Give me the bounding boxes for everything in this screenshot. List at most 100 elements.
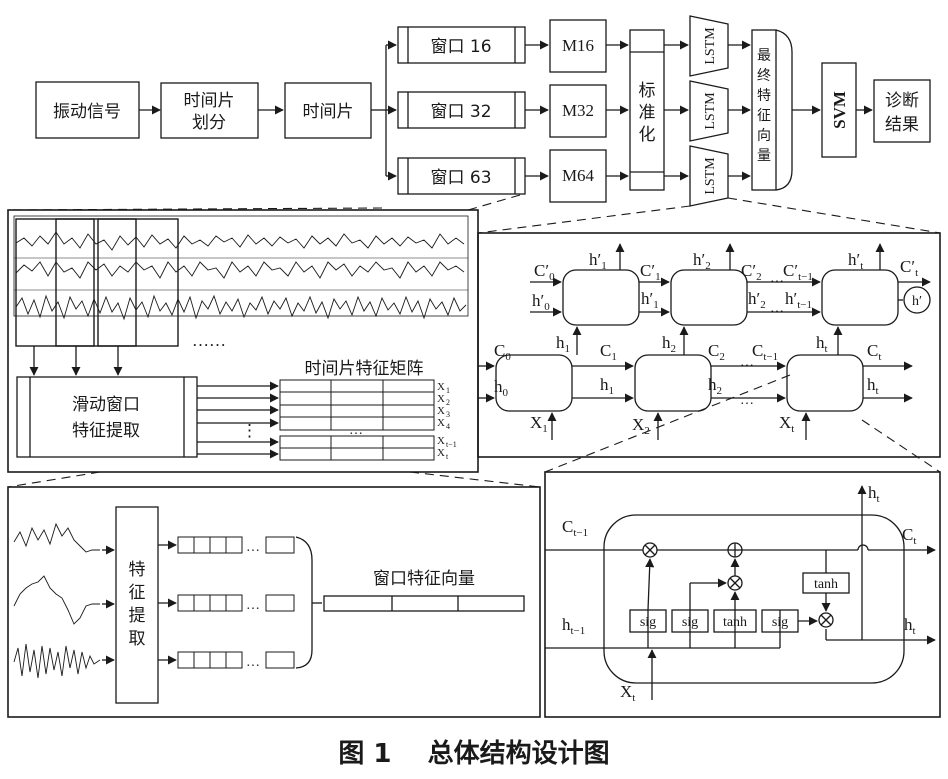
window-feature-frame <box>7 486 541 718</box>
c0-letter: C <box>494 341 505 360</box>
feature-extract-box <box>115 506 159 704</box>
final-vec-char-4: 征 <box>757 108 771 124</box>
dashed-connectors <box>7 194 941 488</box>
sliding-window-2 <box>55 218 137 347</box>
feature-extract-char-3: 提 <box>129 606 146 626</box>
h2p-top-letter: h <box>693 250 702 269</box>
svg-text:h1: h1 <box>600 375 614 397</box>
cell-xt-sub: t <box>632 692 635 704</box>
signal-plot-area <box>13 215 469 317</box>
htp-top-letter: h <box>848 250 857 269</box>
ht-up-sub: t <box>825 343 828 355</box>
matrix-row-labels: X 1 X 2 X 3 X 4 X t−1 X t <box>437 381 457 461</box>
x3-label: X <box>437 405 445 417</box>
svg-text:h′1: h′1 <box>641 289 659 311</box>
ctp-sub: t <box>915 267 918 279</box>
vibration-signal-label: 振动信号 <box>53 102 121 122</box>
window-trace-2 <box>13 575 100 625</box>
svg-text:Ct: Ct <box>867 341 881 363</box>
svg-text:h2: h2 <box>708 375 722 397</box>
svg-text:Xt: Xt <box>620 682 635 704</box>
upper-dots-1: … <box>770 271 784 286</box>
lstm-label-2: LSTM <box>703 92 718 130</box>
sliding-window-3 <box>97 218 179 347</box>
h2p-sub: 2 <box>760 299 766 311</box>
x2-sub: 2 <box>446 398 450 407</box>
svg-text:Ct−1: Ct−1 <box>562 517 588 539</box>
h0p-prime: ′ <box>541 291 545 310</box>
cell-ct-letter: C <box>902 525 913 544</box>
lstm-cell-frame <box>544 471 941 718</box>
c1p-prime: ′ <box>651 261 655 280</box>
diagnosis-result-box <box>873 79 931 143</box>
svg-text:ht: ht <box>868 483 880 505</box>
htm1p-letter: h <box>785 289 794 308</box>
forget-multiply <box>642 542 658 558</box>
final-hidden-state-circle <box>903 286 931 314</box>
svg-text:ht: ht <box>904 615 916 637</box>
lower-cell-1 <box>495 354 573 412</box>
svg-text:h′t: h′t <box>848 250 863 272</box>
c1p-sub: 1 <box>655 271 661 283</box>
lstm-cell-labels: Ct−1 ht−1 Xt ht Ct ht sig sig tanh sig t… <box>562 483 916 704</box>
matrix-vdots: ⋮ <box>241 421 258 440</box>
tanh-box-label: tanh <box>814 577 838 592</box>
h2-sub: 2 <box>717 385 723 397</box>
gate-sig-forget-label: sig <box>640 615 656 630</box>
c2p-sub: 2 <box>756 271 762 283</box>
model-m32-label: M32 <box>562 101 594 120</box>
svg-text:ht: ht <box>867 375 879 397</box>
svg-text:C2: C2 <box>708 341 725 363</box>
h0p-sub: 0 <box>544 301 550 313</box>
cell-xt-letter: X <box>620 682 632 701</box>
h1-letter: h <box>600 375 609 394</box>
cell-ht-letter: h <box>904 615 913 634</box>
diagnosis-result-line-1: 诊断 <box>885 91 919 111</box>
sliding-window-extract-box <box>16 376 198 458</box>
upper-cell-t <box>821 269 899 326</box>
final-vec-char-5: 向 <box>757 128 771 144</box>
htp-top-sub: t <box>860 260 863 272</box>
svg-text:Ct−1: Ct−1 <box>752 341 778 363</box>
lower-cell-t <box>786 354 864 412</box>
c2-sub: 2 <box>719 351 725 363</box>
ctm1p-letter: C <box>783 261 794 280</box>
xtm1-label: X <box>437 435 445 447</box>
ctp-prime: ′ <box>911 257 915 276</box>
model-m16-box <box>549 19 607 73</box>
svg-text:h1: h1 <box>556 333 570 355</box>
svg-text:C′1: C′1 <box>640 261 661 283</box>
gate-tanh-label: tanh <box>723 615 747 630</box>
top-labels: 振动信号 时间片 划分 时间片 窗口 16 窗口 32 窗口 63 M16 M3… <box>53 27 919 195</box>
x4-sub: 4 <box>446 422 450 431</box>
svg-text:X2: X2 <box>632 415 650 437</box>
window-63-label: 窗口 63 <box>430 168 491 188</box>
window-feature-panel <box>7 486 541 718</box>
htm1p-sub: t−1 <box>797 299 812 311</box>
h1p-letter: h <box>641 289 650 308</box>
signal-dots: …… <box>192 331 226 350</box>
x1-label: X <box>437 381 445 393</box>
cell-htm1-letter: h <box>562 615 571 634</box>
svg-text:h2: h2 <box>662 333 676 355</box>
svg-text:C′t: C′t <box>900 257 918 279</box>
x1-sub: 1 <box>446 386 450 395</box>
ctm1-letter: C <box>752 341 763 360</box>
final-feature-vector-box <box>751 29 777 191</box>
signal-panel <box>7 209 479 473</box>
c1-sub: 1 <box>611 351 617 363</box>
svg-text:Ct: Ct <box>902 525 916 547</box>
matrix-cdots: … <box>349 423 363 438</box>
gate-sig-input-label: sig <box>682 615 698 630</box>
svg-text:Xt: Xt <box>779 413 794 435</box>
c2-letter: C <box>708 341 719 360</box>
time-slice-divide-label-2: 划分 <box>192 113 226 133</box>
final-vec-char-1: 最 <box>757 48 771 64</box>
cell-ct-sub: t <box>913 535 916 547</box>
row-dots-2: … <box>246 598 260 613</box>
figure-caption: 图 1 总体结构设计图 <box>338 739 609 769</box>
ht-sub: t <box>876 385 879 397</box>
window-32-label: 窗口 32 <box>430 102 491 122</box>
svm-label: SVM <box>830 91 849 129</box>
lstm-label-1: LSTM <box>703 27 718 65</box>
